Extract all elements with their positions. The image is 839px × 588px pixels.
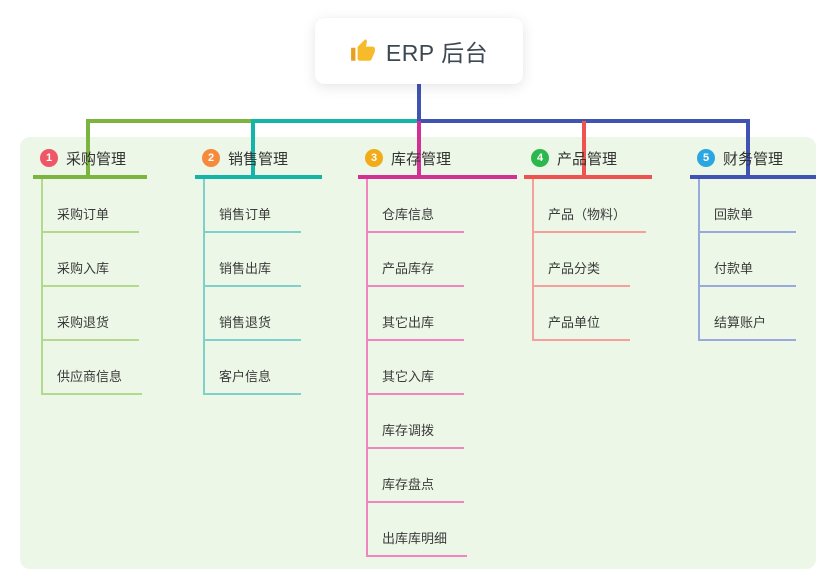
branch-column-5: 5 财务管理 回款单付款单结算账户 <box>690 147 816 341</box>
child-item[interactable]: 产品单位 <box>534 287 630 341</box>
branch-column-3: 3 库存管理 仓库信息产品库存其它出库其它入库库存调拨库存盘点出库库明细 <box>358 147 517 557</box>
thumbs-up-icon <box>350 39 375 61</box>
child-item[interactable]: 采购订单 <box>43 179 139 233</box>
connector-horizontal-left-1 <box>86 119 253 123</box>
connector-drop-branch-1 <box>86 121 90 178</box>
branch-number-badge: 5 <box>697 149 715 167</box>
branch-label: 销售管理 <box>228 150 289 168</box>
child-item[interactable]: 供应商信息 <box>43 341 143 395</box>
child-item[interactable]: 采购入库 <box>43 233 139 287</box>
connector-drop-branch-3 <box>417 121 421 178</box>
branch-number-badge: 2 <box>202 149 220 167</box>
connector-drop-branch-5 <box>746 121 750 178</box>
branch-children: 销售订单销售出库销售退货客户信息 <box>203 179 322 395</box>
child-item[interactable]: 产品（物料） <box>534 179 647 233</box>
branch-header[interactable]: 5 财务管理 <box>690 147 816 179</box>
branch-label: 产品管理 <box>557 150 618 168</box>
branch-children: 产品（物料）产品分类产品单位 <box>532 179 652 341</box>
child-item[interactable]: 出库库明细 <box>368 503 468 557</box>
branch-number-badge: 4 <box>531 149 549 167</box>
root-stem-connector <box>417 84 421 121</box>
child-item[interactable]: 产品库存 <box>368 233 464 287</box>
branch-column-2: 2 销售管理 销售订单销售出库销售退货客户信息 <box>195 147 322 395</box>
child-item[interactable]: 结算账户 <box>700 287 796 341</box>
child-item[interactable]: 库存盘点 <box>368 449 464 503</box>
child-item[interactable]: 其它入库 <box>368 341 464 395</box>
child-item[interactable]: 仓库信息 <box>368 179 464 233</box>
child-item[interactable]: 销售出库 <box>205 233 301 287</box>
child-item[interactable]: 回款单 <box>700 179 796 233</box>
branch-children: 回款单付款单结算账户 <box>698 179 816 341</box>
branch-header[interactable]: 1 采购管理 <box>33 147 147 179</box>
branch-label: 库存管理 <box>391 150 452 168</box>
child-item[interactable]: 销售退货 <box>205 287 301 341</box>
connector-drop-branch-2 <box>251 121 255 178</box>
mindmap-background-panel <box>20 137 816 569</box>
branch-column-4: 4 产品管理 产品（物料）产品分类产品单位 <box>524 147 652 341</box>
branch-children: 仓库信息产品库存其它出库其它入库库存调拨库存盘点出库库明细 <box>366 179 517 557</box>
branch-label: 采购管理 <box>66 150 127 168</box>
branch-header[interactable]: 4 产品管理 <box>524 147 652 179</box>
branch-number-badge: 3 <box>365 149 383 167</box>
child-item[interactable]: 其它出库 <box>368 287 464 341</box>
root-node-title: ERP 后台 <box>385 40 489 66</box>
child-item[interactable]: 产品分类 <box>534 233 630 287</box>
child-item[interactable]: 库存调拨 <box>368 395 464 449</box>
child-item[interactable]: 付款单 <box>700 233 796 287</box>
branch-header[interactable]: 3 库存管理 <box>358 147 517 179</box>
branch-header[interactable]: 2 销售管理 <box>195 147 322 179</box>
child-item[interactable]: 客户信息 <box>205 341 301 395</box>
child-item[interactable]: 采购退货 <box>43 287 139 341</box>
connector-horizontal-left-2 <box>251 119 419 123</box>
child-item[interactable]: 销售订单 <box>205 179 301 233</box>
branch-label: 财务管理 <box>723 150 784 168</box>
branch-column-1: 1 采购管理 采购订单采购入库采购退货供应商信息 <box>33 147 147 395</box>
branch-number-badge: 1 <box>40 149 58 167</box>
branch-children: 采购订单采购入库采购退货供应商信息 <box>41 179 147 395</box>
root-node-erp[interactable]: ERP 后台 <box>315 18 523 84</box>
connector-drop-branch-4 <box>582 121 586 178</box>
